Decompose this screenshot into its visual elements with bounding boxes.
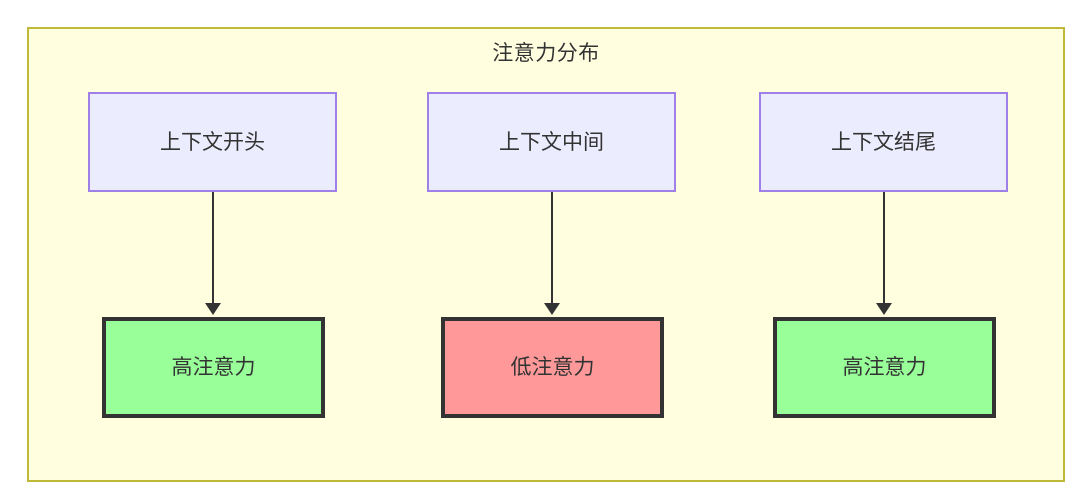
node-attention-start[interactable]: 高注意力 [102,317,325,418]
arrow-start-head-icon [205,303,221,315]
node-attention-middle-label: 低注意力 [510,356,595,379]
node-context-end[interactable]: 上下文结尾 [759,92,1008,192]
arrow-middle-head-icon [544,303,560,315]
arrow-middle-line [551,192,553,305]
arrow-end-line [883,192,885,305]
arrow-start-line [212,192,214,305]
node-context-middle-label: 上下文中间 [499,130,604,154]
node-context-start-label: 上下文开头 [160,130,265,154]
node-attention-end[interactable]: 高注意力 [773,317,996,418]
diagram-title: 注意力分布 [492,42,600,65]
node-attention-end-label: 高注意力 [842,356,927,379]
node-context-end-label: 上下文结尾 [831,130,936,154]
node-attention-start-label: 高注意力 [171,356,256,379]
node-context-start[interactable]: 上下文开头 [88,92,337,192]
node-context-middle[interactable]: 上下文中间 [427,92,676,192]
arrow-end-head-icon [876,303,892,315]
node-attention-middle[interactable]: 低注意力 [441,317,664,418]
